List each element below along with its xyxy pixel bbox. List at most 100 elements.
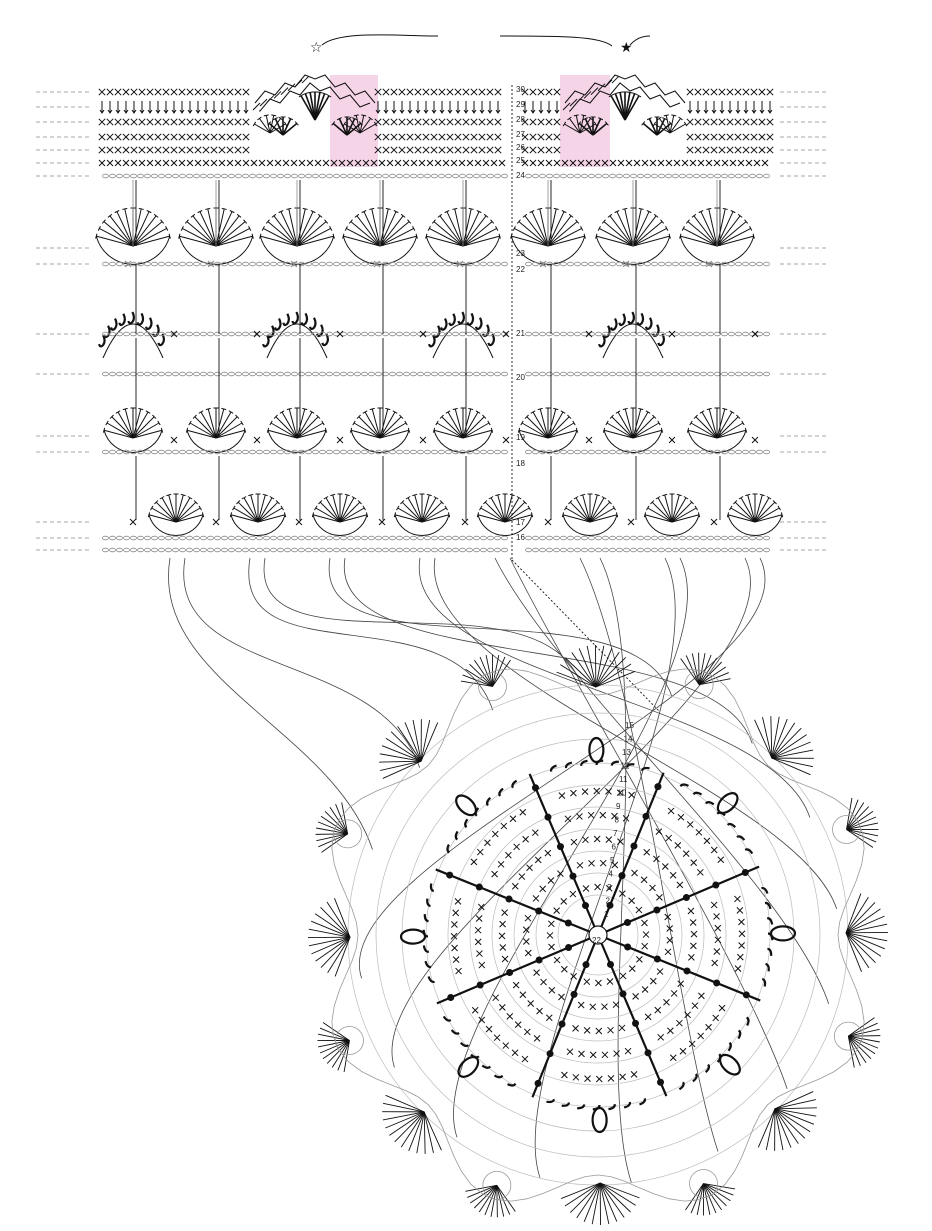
- dc-stitch-top: [153, 213, 159, 218]
- dc-stitch-top: [468, 207, 474, 210]
- chain-stitch: [686, 535, 693, 541]
- chain-stitch: [158, 331, 165, 337]
- chain-stitch: [431, 261, 438, 267]
- chain-stitch: [389, 535, 396, 541]
- dc-stitch-top: [279, 410, 285, 414]
- dc-stitch: [699, 678, 731, 686]
- dc-stitch: [390, 731, 422, 762]
- sc-stitch: [114, 118, 122, 126]
- row-number-label: 30: [516, 85, 525, 94]
- chain-stitch: [326, 173, 333, 179]
- dc-stitch-top: [243, 219, 248, 224]
- connector-line: [509, 557, 788, 1090]
- slip-stitch-arrow: [687, 109, 693, 114]
- dc-stitch: [569, 1182, 601, 1213]
- sc-stitch: [410, 159, 418, 167]
- chain-stitch: [665, 535, 672, 541]
- sc-stitch: [146, 133, 154, 141]
- slip-stitch-arrow: [123, 109, 129, 114]
- chain-stitch: [410, 371, 417, 377]
- bold-puff-stitch: [507, 1083, 517, 1087]
- chain-stitch: [221, 371, 228, 377]
- dc-stitch-top: [310, 210, 316, 214]
- chain-stitch: [242, 449, 249, 455]
- dc-stitch: [308, 936, 351, 947]
- sc-stitch: [656, 894, 663, 901]
- chain-stitch: [658, 261, 665, 267]
- sc-stitch: [390, 146, 398, 154]
- sc-stitch: [612, 1001, 620, 1009]
- dc-stitch: [848, 1035, 881, 1037]
- sc-stitch: [627, 518, 635, 526]
- sc-stitch: [668, 436, 676, 444]
- dc-stitch: [774, 1108, 817, 1117]
- chain-stitch: [686, 371, 693, 377]
- sc-stitch: [584, 1075, 591, 1082]
- dc-stitch-top: [602, 427, 606, 433]
- sc-stitch: [130, 88, 138, 96]
- chain-stitch: [686, 173, 693, 179]
- chain-stitch: [403, 261, 410, 267]
- sc-stitch: [234, 146, 242, 154]
- chain-stitch: [651, 449, 658, 455]
- chain-stitch: [424, 173, 431, 179]
- chain-stitch: [130, 547, 137, 553]
- dc-stitch: [716, 221, 747, 247]
- chain-stitch: [763, 173, 770, 179]
- chain-stitch: [532, 547, 539, 553]
- dc-stitch-top: [396, 505, 400, 511]
- sc-stitch: [572, 1073, 580, 1081]
- chain-stitch: [574, 173, 581, 179]
- dc-stitch-top: [444, 505, 448, 511]
- sc-stitch: [374, 133, 382, 141]
- sc-stitch: [398, 133, 406, 141]
- chain-zigzag: [254, 74, 376, 104]
- dc-stitch-top: [580, 226, 584, 231]
- sc-stitch: [514, 1021, 522, 1028]
- sc-stitch: [641, 942, 649, 950]
- bold-puff-stitch: [625, 763, 635, 768]
- sc-stitch: [106, 118, 114, 126]
- dc-stitch-top: [562, 121, 567, 127]
- picot-chain: [287, 83, 296, 92]
- slip-stitch-arrow: [447, 109, 453, 114]
- dc-stitch-top: [269, 496, 275, 500]
- chain-stitch: [707, 535, 714, 541]
- dc-stitch: [687, 429, 718, 439]
- bold-puff-stitch: [300, 312, 309, 326]
- chain-stitch: [581, 535, 588, 541]
- dc-stitch-top: [326, 94, 332, 98]
- sc-stitch: [691, 1002, 699, 1010]
- sc-stitch: [726, 133, 734, 141]
- dc-stitch-top: [302, 207, 308, 210]
- sc-stitch: [478, 146, 486, 154]
- sc-stitch: [766, 146, 774, 154]
- chain-stitch: [116, 449, 123, 455]
- sc-stitch: [398, 88, 406, 96]
- slip-stitch-arrow: [431, 109, 437, 114]
- chain-stitch: [637, 547, 644, 553]
- chain-stitch: [382, 371, 389, 377]
- chain-stitch: [172, 535, 179, 541]
- dc-stitch: [691, 653, 700, 685]
- small-shell: [726, 493, 784, 523]
- sc-stitch: [374, 88, 382, 96]
- sc-stitch: [705, 159, 713, 167]
- chain-stitch: [721, 173, 728, 179]
- chain-stitch: [242, 261, 249, 267]
- chain-stitch: [158, 173, 165, 179]
- dc-stitch: [847, 1035, 861, 1066]
- dc-stitch: [454, 208, 464, 247]
- sc-stitch: [617, 838, 624, 846]
- sc-stitch: [430, 146, 438, 154]
- sc-stitch: [130, 118, 138, 126]
- dc-stitch: [233, 507, 259, 523]
- dc-stitch: [571, 652, 597, 688]
- sc-stitch: [625, 159, 633, 167]
- dc-stitch: [845, 932, 888, 942]
- chain-stitch: [651, 371, 658, 377]
- dc-stitch: [257, 507, 283, 523]
- sc-stitch: [545, 133, 553, 141]
- chain-stitch: [389, 449, 396, 455]
- chain-stitch: [595, 449, 602, 455]
